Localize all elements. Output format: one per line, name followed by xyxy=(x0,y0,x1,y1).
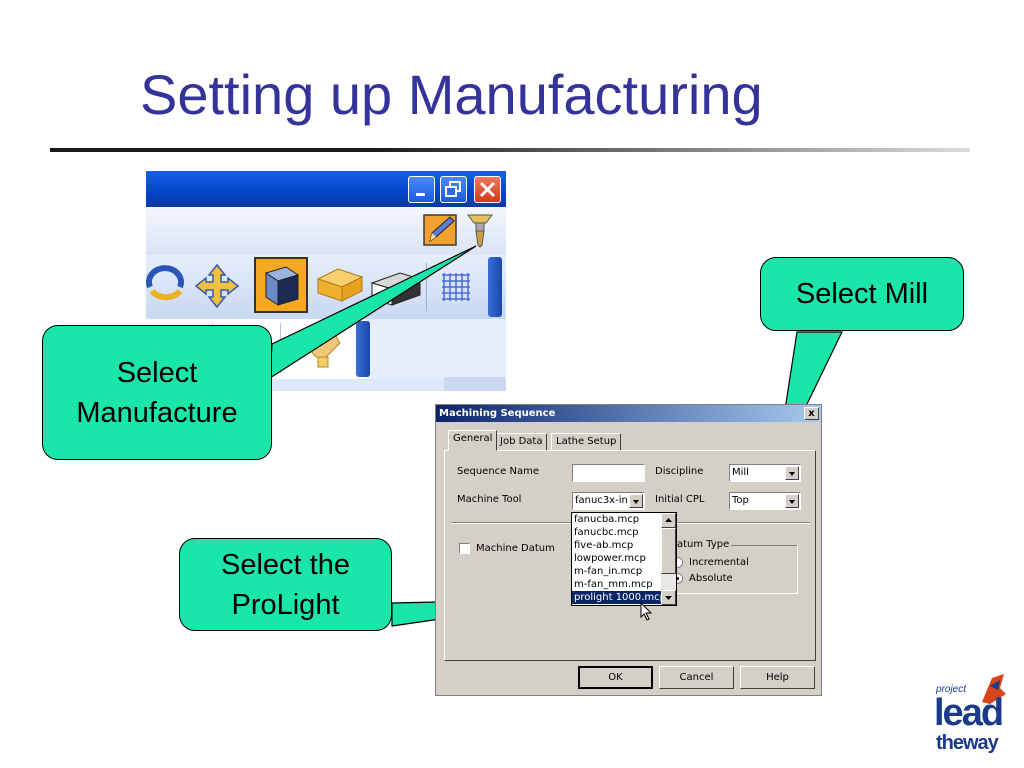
shaded-view-icon[interactable] xyxy=(314,263,366,307)
toolbar-tool-icon[interactable] xyxy=(296,323,352,373)
machine-datum-label: Machine Datum xyxy=(476,543,555,554)
pan-icon[interactable] xyxy=(194,263,240,309)
slide-title: Setting up Manufacturing xyxy=(140,63,763,126)
list-item[interactable]: m-fan_in.mcp xyxy=(574,566,643,577)
restore-button[interactable] xyxy=(440,176,467,203)
machine-tool-label: Machine Tool xyxy=(457,494,522,505)
dialog-close-button[interactable]: x xyxy=(804,407,819,420)
scroll-down-icon xyxy=(665,596,672,600)
chevron-down-icon[interactable] xyxy=(629,494,643,508)
close-button[interactable] xyxy=(474,176,501,203)
initial-cpl-value: Top xyxy=(732,495,749,506)
sequence-name-input[interactable] xyxy=(572,464,645,482)
general-tab-panel xyxy=(444,450,816,661)
machine-datum-checkbox[interactable] xyxy=(459,543,470,554)
view-cube-button[interactable] xyxy=(254,257,308,313)
list-item[interactable]: fanucbc.mcp xyxy=(574,527,639,538)
toolbar-grip[interactable] xyxy=(356,321,370,377)
discipline-select[interactable]: Mill xyxy=(729,464,801,482)
cancel-button[interactable]: Cancel xyxy=(659,666,734,689)
scroll-up-icon xyxy=(665,518,672,522)
list-item[interactable]: lowpower.mcp xyxy=(574,553,646,564)
initial-cpl-label: Initial CPL xyxy=(655,494,705,505)
logo-text: theway xyxy=(936,732,999,754)
absolute-label: Absolute xyxy=(689,573,733,584)
restore-icon xyxy=(445,181,461,197)
callout-select-prolight: Select the ProLight xyxy=(179,538,392,631)
callout-line: ProLight xyxy=(231,588,340,621)
callout-line: Select the xyxy=(221,548,350,581)
edit-pencil-icon[interactable] xyxy=(422,213,458,247)
toolbar-grip[interactable] xyxy=(488,257,502,317)
dialog-titlebar: Machining Sequence xyxy=(436,405,821,422)
list-item[interactable]: fanucba.mcp xyxy=(574,514,640,525)
logo-text: project xyxy=(936,684,967,695)
close-icon xyxy=(479,181,496,198)
list-item-selected[interactable]: prolight 1000.mcp xyxy=(572,591,662,604)
tab-job-data[interactable]: Job Data xyxy=(495,433,548,451)
incremental-label: Incremental xyxy=(689,557,749,568)
manufacture-drill-icon[interactable] xyxy=(464,211,496,249)
logo-text: lead xyxy=(934,692,1004,734)
scroll-up-button[interactable] xyxy=(661,513,676,528)
title-rule xyxy=(50,148,970,152)
list-scrollbar[interactable] xyxy=(661,513,676,605)
datum-type-label: atum Type xyxy=(675,539,732,550)
toolbar-row-background xyxy=(444,377,506,391)
datum-type-group xyxy=(661,545,798,594)
list-item[interactable]: five-ab.mcp xyxy=(574,540,634,551)
discipline-value: Mill xyxy=(732,467,749,478)
scroll-thumb[interactable] xyxy=(661,528,676,574)
scroll-down-button[interactable] xyxy=(661,590,676,605)
tab-general[interactable]: General xyxy=(448,430,498,451)
toolbar-row-background xyxy=(366,319,506,379)
hidden-line-icon[interactable] xyxy=(370,269,422,309)
minimize-icon xyxy=(416,193,425,196)
spin-icon[interactable] xyxy=(146,263,186,307)
help-button[interactable]: Help xyxy=(740,666,815,689)
machine-tool-value: fanuc3x-in. xyxy=(575,495,632,506)
logo-mark-icon xyxy=(982,674,1006,704)
callout-line: Select xyxy=(116,356,198,389)
grid-icon[interactable] xyxy=(438,269,474,303)
callout-select-mill: Select Mill xyxy=(760,257,964,331)
mouse-cursor-icon xyxy=(640,602,653,621)
machining-sequence-dialog: Machining Sequence x General Job Data La… xyxy=(435,404,822,696)
callout-select-manufacture: Select Manufacture xyxy=(42,325,272,460)
callout-line: Manufacture xyxy=(76,396,238,429)
tab-lathe-setup[interactable]: Lathe Setup xyxy=(551,433,622,451)
sequence-name-label: Sequence Name xyxy=(457,466,540,477)
toolbar-divider xyxy=(426,263,427,311)
minimize-button[interactable] xyxy=(408,176,435,203)
view-cube-icon xyxy=(264,266,300,306)
chevron-down-icon[interactable] xyxy=(785,466,799,480)
machine-tool-select[interactable]: fanuc3x-in. xyxy=(572,492,645,510)
toolbar-divider xyxy=(280,323,281,373)
discipline-label: Discipline xyxy=(655,466,704,477)
ok-button[interactable]: OK xyxy=(578,666,653,689)
chevron-down-icon[interactable] xyxy=(785,494,799,508)
machine-tool-list[interactable]: fanucba.mcp fanucbc.mcp five-ab.mcp lowp… xyxy=(571,512,677,606)
list-item[interactable]: m-fan_mm.mcp xyxy=(574,579,653,590)
initial-cpl-select[interactable]: Top xyxy=(729,492,801,510)
project-lead-the-way-logo: project lead theway xyxy=(932,672,1012,758)
